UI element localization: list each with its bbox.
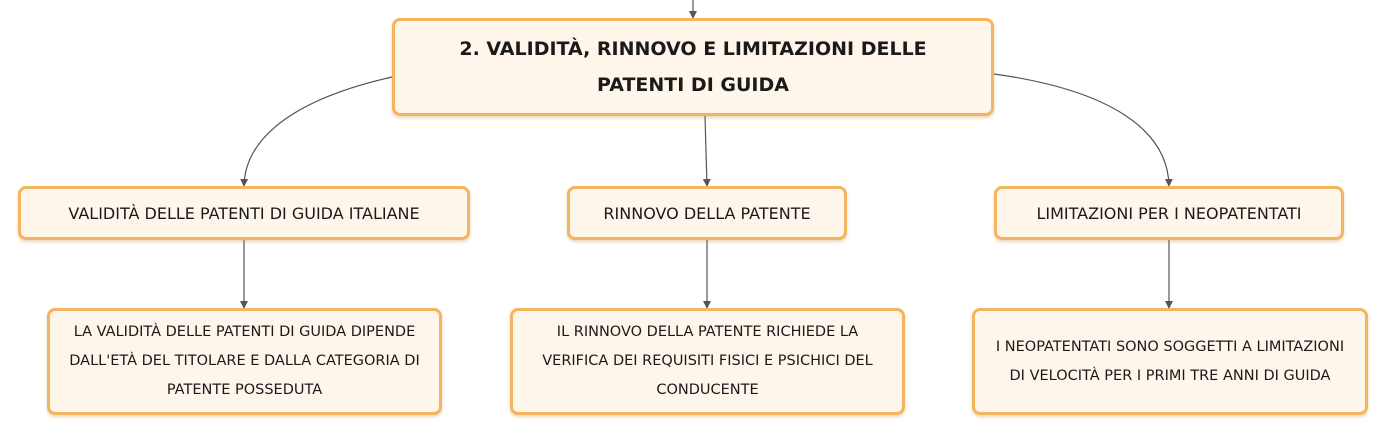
root-topic-node[interactable]: 2. VALIDITÀ, RINNOVO E LIMITAZIONI DELLE… [392, 18, 994, 116]
detail-text-rinnovo: IL RINNOVO DELLA PATENTE RICHIEDE LA VER… [542, 324, 873, 398]
detail-node-limitazioni[interactable]: I NEOPATENTATI SONO SOGGETTI A LIMITAZIO… [972, 308, 1368, 415]
connector-root-to-validita [240, 76, 393, 187]
branch-node-validita[interactable]: VALIDITÀ DELLE PATENTI DI GUIDA ITALIANE [18, 186, 470, 240]
detail-node-validita[interactable]: LA VALIDITÀ DELLE PATENTI DI GUIDA DIPEN… [47, 308, 442, 415]
connector-root-to-limitazioni [993, 73, 1173, 187]
branch-node-limitazioni[interactable]: LIMITAZIONI PER I NEOPATENTATI [994, 186, 1344, 240]
branch-label-rinnovo: RINNOVO DELLA PATENTE [603, 203, 811, 223]
detail-text-validita: LA VALIDITÀ DELLE PATENTI DI GUIDA DIPEN… [69, 324, 420, 398]
connector-root-to-rinnovo [702, 115, 711, 187]
detail-node-rinnovo[interactable]: IL RINNOVO DELLA PATENTE RICHIEDE LA VER… [510, 308, 905, 415]
branch-node-rinnovo[interactable]: RINNOVO DELLA PATENTE [567, 186, 847, 240]
branch-label-validita: VALIDITÀ DELLE PATENTI DI GUIDA ITALIANE [68, 203, 420, 223]
branch-label-limitazioni: LIMITAZIONI PER I NEOPATENTATI [1036, 203, 1302, 223]
root-topic-label: 2. VALIDITÀ, RINNOVO E LIMITAZIONI DELLE… [459, 38, 927, 96]
detail-text-limitazioni: I NEOPATENTATI SONO SOGGETTI A LIMITAZIO… [995, 338, 1345, 384]
